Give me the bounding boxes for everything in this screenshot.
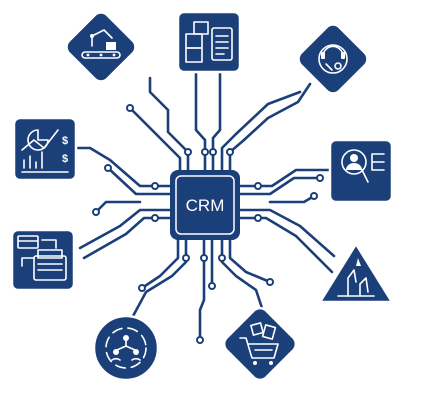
node-contacts bbox=[328, 138, 394, 204]
node-finance: $ $ bbox=[12, 116, 78, 182]
svg-text:$: $ bbox=[62, 153, 68, 165]
crm-chip: CRM bbox=[170, 170, 240, 240]
node-factory bbox=[65, 11, 137, 83]
contact-profile-list-icon bbox=[341, 149, 385, 183]
factory-robot-conveyor-icon bbox=[81, 29, 121, 59]
financial-chart-dollar-icon: $ $ bbox=[21, 129, 69, 173]
node-inventory bbox=[176, 10, 242, 74]
node-cart bbox=[222, 306, 298, 382]
trace-pads bbox=[92, 104, 324, 344]
warning-triangle-fire-icon bbox=[337, 258, 375, 297]
team-network-cycle-icon bbox=[105, 327, 147, 369]
customer-support-headset-icon bbox=[318, 44, 348, 74]
svg-text:$: $ bbox=[62, 135, 68, 147]
node-payment bbox=[10, 228, 76, 292]
inventory-boxes-clipboard-icon bbox=[185, 21, 233, 63]
chip-label: CRM bbox=[186, 196, 225, 215]
payment-cash-register-icon bbox=[17, 235, 67, 281]
shopping-cart-products-icon bbox=[239, 322, 279, 365]
node-warning bbox=[318, 242, 394, 304]
node-team bbox=[92, 314, 160, 382]
node-support bbox=[297, 23, 369, 95]
